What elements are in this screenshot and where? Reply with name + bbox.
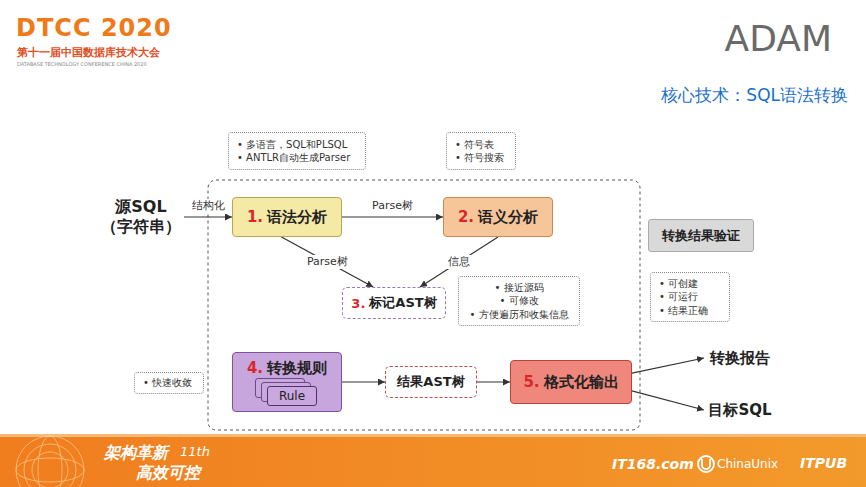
step-number: 3. (351, 296, 365, 311)
sponsor-logo: ChinaUnix (717, 457, 778, 471)
sponsor-logo: IT168.com (612, 456, 694, 472)
flow-arrow (342, 216, 443, 217)
process-box: 转换结果验证 (648, 219, 754, 252)
node-text: • 多语言，SQL和PLSQL (237, 138, 347, 152)
process-box: 3. 标记AST树 (342, 287, 446, 319)
node-text: • 结果正确 (659, 304, 708, 318)
conference-logo: DTCC 2020 (16, 14, 172, 42)
chinaunix-icon (698, 456, 714, 472)
flow-arrow (342, 381, 385, 382)
node-text: • 快速收敛 (143, 376, 192, 390)
node-text: 源SQL （字符串） (98, 197, 184, 237)
node-text: • 可创建 (659, 277, 698, 291)
edge-label: Parse树 (305, 255, 350, 268)
process-box: 5. 格式化输出 (510, 360, 632, 404)
footer-stripe (0, 434, 866, 437)
flow-arrow (282, 237, 374, 287)
node-text: • 符号搜索 (455, 151, 504, 165)
process-box: 源SQL （字符串） (98, 195, 184, 239)
flow-arrow (632, 391, 704, 410)
node-text: • 符号表 (455, 138, 494, 152)
node-text: 结果AST树 (397, 373, 464, 391)
step-number: 1. (247, 208, 263, 226)
node-text: 语法分析 (267, 208, 327, 227)
node-text: 转换结果验证 (662, 227, 740, 245)
node-text: 语义分析 (478, 208, 538, 227)
node-text: • 可运行 (659, 290, 698, 304)
step-number: 4. (247, 359, 263, 377)
step-number: 5. (523, 373, 539, 391)
node-text: • ANTLR自动生成Parser (237, 151, 350, 165)
note-box: • 可创建• 可运行• 结果正确 (650, 272, 730, 322)
footer-globe (16, 436, 84, 487)
edge-label: 信息 (446, 255, 472, 268)
flow-arrow (632, 358, 704, 373)
node-text: Rule (279, 389, 305, 403)
sponsor-logo: ITPUB (800, 455, 847, 471)
node-text: 格式化输出 (544, 373, 619, 392)
footer-slogan: 高效可控 (136, 463, 200, 484)
flow-arrow (477, 381, 510, 382)
process-box: 4.转换规则 Rule (232, 352, 342, 412)
footer-bar (0, 437, 866, 487)
slide-title: ADAM (725, 18, 832, 59)
note-box: • 接近源码• 可修改• 方便遍历和收集信息 (458, 276, 580, 326)
edge-label: Parse树 (370, 199, 415, 212)
process-box: 2.语义分析 (443, 197, 553, 237)
node-text: • 接近源码 (494, 281, 543, 295)
footer-slogan: 架构革新 (104, 443, 168, 464)
note-box: • 快速收敛 (134, 372, 204, 394)
process-box: Rule (267, 386, 317, 406)
step-number: 2. (458, 208, 474, 226)
process-box: 目标SQL (704, 398, 776, 422)
node-text: 转换规则 (267, 359, 327, 378)
conference-subtitle: DATABASE TECHNOLOGY CONFERENCE CHINA 202… (17, 61, 147, 67)
edge-label: 结构化 (190, 199, 227, 212)
process-box: 1.语法分析 (232, 197, 342, 237)
note-box: • 符号表• 符号搜索 (446, 132, 516, 170)
node-text: • 方便遍历和收集信息 (469, 308, 568, 322)
node-text: 转换报告 (710, 349, 770, 368)
conference-name: 第十一届中国数据库技术大会 (17, 45, 160, 60)
node-text: 目标SQL (708, 401, 771, 420)
flow-arrow (184, 216, 232, 217)
footer-edition: 11th (180, 444, 210, 459)
outer-dashed-frame (208, 180, 640, 430)
process-box: 转换报告 (704, 346, 776, 370)
note-box: • 多语言，SQL和PLSQL• ANTLR自动生成Parser (228, 132, 366, 170)
process-box: 结果AST树 (385, 366, 477, 398)
node-text: • 可修改 (499, 294, 538, 308)
node-text: 标记AST树 (369, 294, 436, 312)
slide-subtitle: 核心技术：SQL语法转换 (661, 84, 848, 107)
